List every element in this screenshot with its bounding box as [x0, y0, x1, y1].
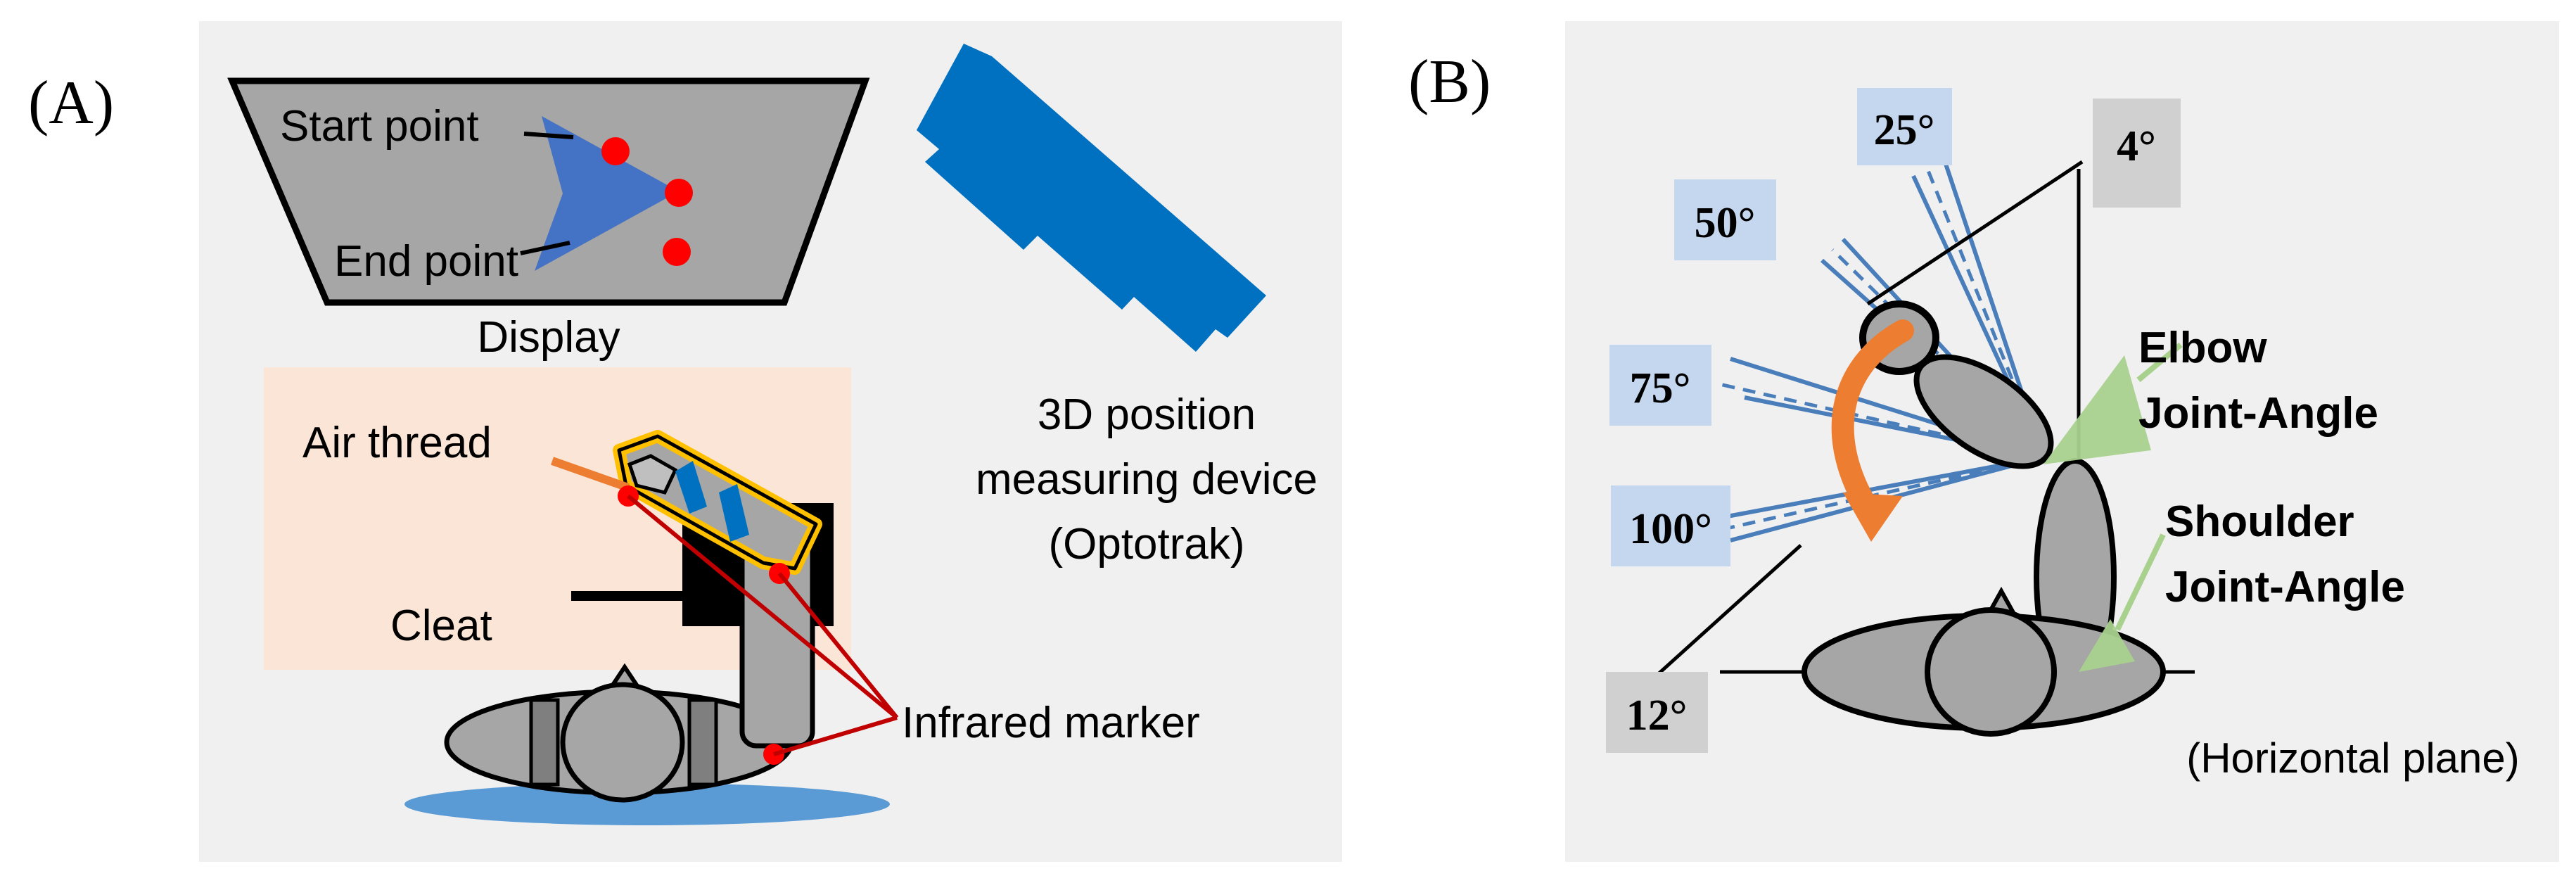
angle-label-100: 100° [1629, 505, 1712, 553]
start-point-marker [601, 137, 630, 165]
elbow-label-line1: Elbow [2138, 324, 2267, 372]
end-point-label: End point [334, 237, 518, 286]
leader-12deg [1655, 544, 1802, 677]
device-label-line3: (Optotrak) [1048, 520, 1244, 568]
center-point-marker [665, 179, 693, 207]
movement-arc [1831, 319, 1914, 525]
base-shadow [404, 783, 890, 825]
start-point-label: Start point [280, 102, 479, 151]
shoulder-label-line2: Joint-Angle [2165, 563, 2405, 611]
air-thread-line [551, 457, 630, 492]
start-point-leader [523, 132, 574, 139]
body-head-b [1925, 607, 2057, 737]
panel-b-label: (B) [1408, 48, 1491, 116]
end-point-marker [663, 238, 691, 266]
panel-a-label: (A) [28, 69, 114, 137]
angle-label-4: 4° [2117, 122, 2156, 170]
display-caption: Display [477, 313, 620, 362]
marker-wire-2 [777, 572, 899, 719]
angle-box-12 [1606, 672, 1708, 753]
device-label-line1: 3D position [1038, 390, 1256, 439]
elbow-angle-wedge [2043, 355, 2151, 464]
device-label-line2: measuring device [976, 455, 1318, 504]
shoulder-label-line1: Shoulder [2165, 497, 2354, 546]
right-strap [687, 698, 718, 787]
body-head [560, 682, 685, 803]
movement-arrowhead [1843, 493, 1903, 542]
ray-100-a [1723, 455, 2044, 519]
left-strap [529, 698, 560, 787]
elbow-label-line2: Joint-Angle [2138, 389, 2378, 438]
hand-grip [627, 454, 678, 495]
infrared-marker-label: Infrared marker [902, 699, 1200, 747]
angle-label-50: 50° [1695, 199, 1756, 247]
shoulder-angle-wedge [2079, 619, 2135, 672]
angle-box-50 [1674, 179, 1776, 260]
angle-box-75 [1609, 345, 1711, 426]
angle-box-25 [1857, 88, 1952, 165]
leader-4deg [1866, 160, 2084, 306]
angle-label-75: 75° [1630, 364, 1691, 412]
display-screen [227, 77, 870, 306]
air-thread-label: Air thread [302, 419, 492, 467]
shoulder-label-leader [2115, 533, 2166, 631]
forearm-strap-1 [675, 461, 707, 514]
forearm-strap-2 [719, 484, 749, 542]
cleat-label: Cleat [390, 602, 492, 650]
cleat-bar [571, 591, 712, 601]
marker-wire-3 [773, 716, 898, 756]
target-wedges [535, 116, 679, 271]
horizontal-plane-label: (Horizontal plane) [2186, 735, 2520, 782]
elbow-label-leader [2136, 342, 2183, 383]
optotrak-device [917, 44, 1266, 352]
angle-box-4 [2093, 99, 2181, 208]
angle-label-25: 25° [1874, 106, 1935, 154]
angle-box-100 [1611, 485, 1730, 566]
angle-label-12: 12° [1626, 692, 1688, 739]
marker-wire-1 [627, 494, 898, 720]
end-point-leader [520, 241, 570, 255]
